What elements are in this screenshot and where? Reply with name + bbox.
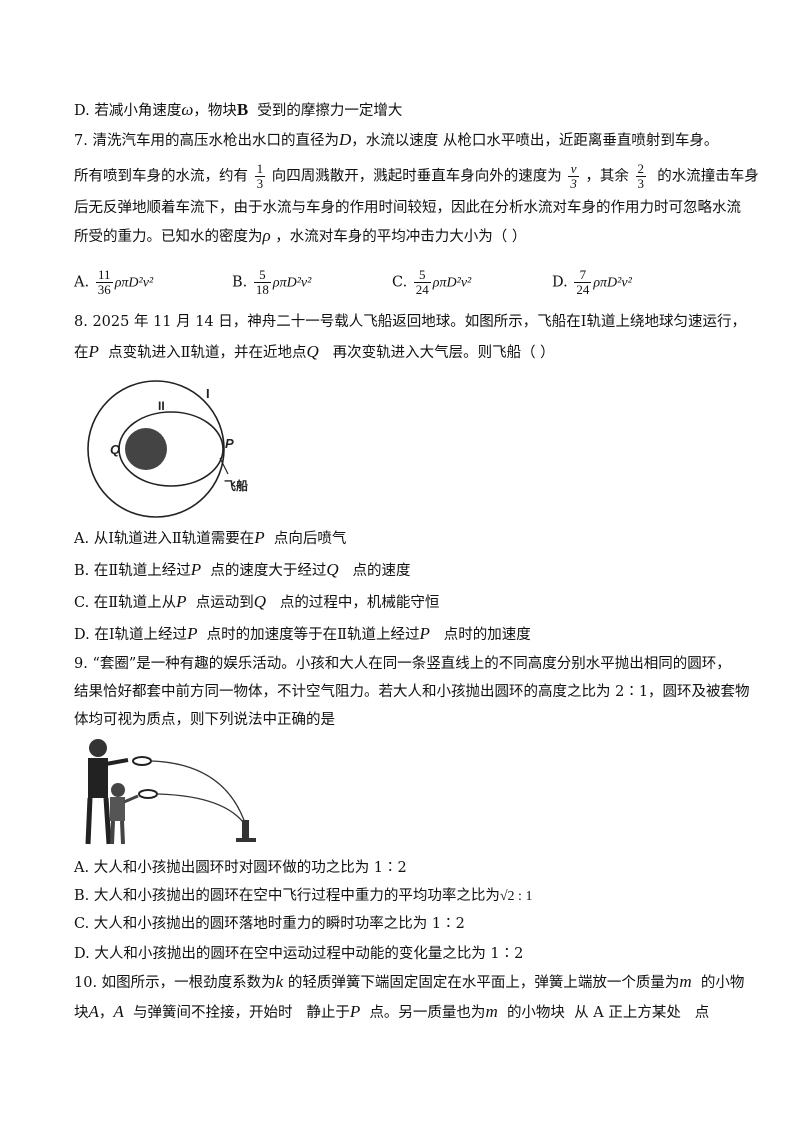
q8-stem-line1: 8. 2025 年 11 月 14 日，神舟二十一号载人飞船返回地球。如图所示，…: [74, 314, 747, 330]
q8-option-a: A. 从Ⅰ轨道进入Ⅱ轨道需要在P 点向后喷气: [74, 528, 347, 547]
orbit-ellipse-II: [118, 411, 224, 487]
q8-stem-line2: 在P 点变轨进入Ⅱ轨道，并在近地点Q 再次变轨进入大气层。则飞船（ ）: [74, 342, 555, 361]
trajectory-adult: [151, 760, 247, 827]
label-Q: Q: [110, 442, 120, 457]
label-ship: 飞船: [224, 478, 248, 493]
q6-option-d: D. 若减小角速度ω，物块B 受到的摩擦力一定增大: [74, 100, 403, 119]
q9-option-c: C. 大人和小孩抛出的圆环落地时重力的瞬时功率之比为 1∶2: [74, 916, 465, 932]
q8-option-d: D. 在Ⅰ轨道上经过P 点时的加速度等于在Ⅱ轨道上经过P 点时的加速度: [74, 624, 531, 643]
ring-child: [138, 789, 158, 799]
trajectory-child: [157, 793, 247, 827]
q9-option-d: D. 大人和小孩抛出的圆环在空中运动过程中动能的变化量之比为 1∶2: [74, 946, 524, 962]
child-figure: [110, 783, 139, 845]
earth: [125, 428, 167, 470]
q9-stem-line2: 结果恰好都套中前方同一物体，不计空气阻力。若大人和小孩抛出圆环的高度之比为 2∶…: [74, 684, 750, 700]
ring-adult: [132, 756, 152, 766]
q9-stem-line1: 9. “套圈”是一种有趣的娱乐活动。小孩和大人在同一条竖直线上的不同高度分别水平…: [74, 656, 731, 672]
q9-option-b: B. 大人和小孩抛出的圆环在空中飞行过程中重力的平均功率之比为√2 : 1: [74, 888, 533, 904]
label-I: I: [206, 386, 210, 401]
q7-stem-line3: 后无反弹地顺着车流下，由于水流与车身的作用时间较短，因此在分析水流对车身的作用力…: [74, 200, 741, 216]
label-P: P: [225, 436, 234, 451]
ship-pointer: [219, 457, 229, 475]
q9-option-a: A. 大人和小孩抛出圆环时对圆环做的功之比为 1∶2: [74, 860, 407, 876]
orbit-figure: I II Q P 飞船: [87, 380, 248, 518]
q9-stem-line3: 体均可视为质点，则下列说法中正确的是: [74, 712, 335, 728]
q7-stem-line1: 7. 清洗汽车用的高压水枪出水口的直径为D，水流以速度 从枪口水平喷出，近距离垂…: [74, 130, 719, 149]
q8-option-c: C. 在Ⅱ轨道上从P 点运动到Q 点的过程中，机械能守恒: [74, 592, 440, 611]
q10-stem-line1: 10. 如图所示，一根劲度系数为k 的轻质弹簧下端固定固定在水平面上，弹簧上端放…: [74, 972, 745, 991]
q8-option-b: B. 在Ⅱ轨道上经过P 点的速度大于经过Q 点的速度: [74, 560, 411, 579]
label-II: II: [158, 399, 165, 413]
q7-stem-line4: 所受的重力。已知水的密度为ρ ，水流对车身的平均冲击力大小为（ ）: [74, 226, 527, 245]
q10-stem-line2: 块A，A 与弹簧间不拴接，开始时 静止于P 点。另一质量也为m 的小物块 从 A…: [74, 1002, 710, 1021]
target-post: [242, 820, 249, 840]
adult-figure: [85, 739, 129, 845]
orbit-circle-I: [87, 380, 225, 518]
ring-toss-figure: [85, 739, 256, 845]
